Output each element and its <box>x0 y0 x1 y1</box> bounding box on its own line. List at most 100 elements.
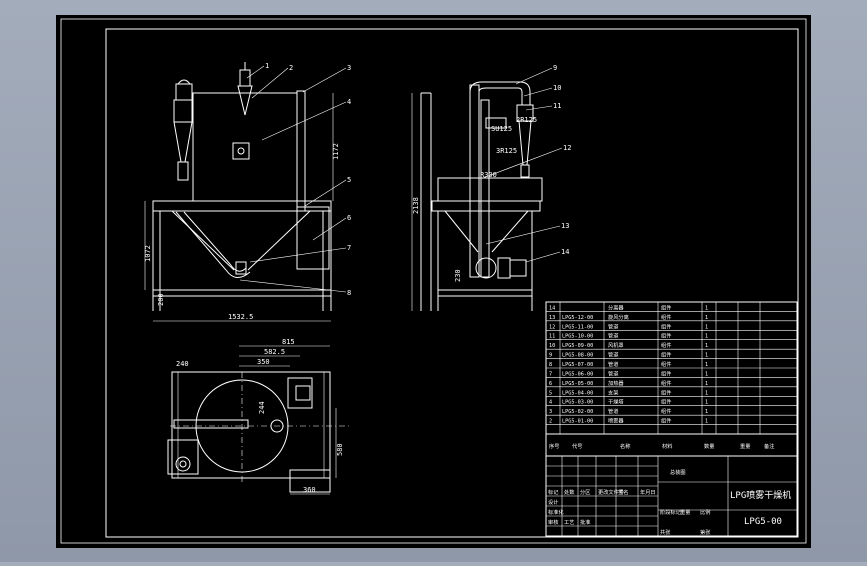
dim-top-d5: 244 <box>258 401 266 414</box>
balloon-5: 5 <box>347 176 351 184</box>
top-view: 815 582.5 350 240 244 580 360 <box>167 338 350 495</box>
bom-cell-qty: 1 <box>705 390 708 396</box>
dim-top-d2: 582.5 <box>264 348 285 356</box>
drawing-sheet <box>56 15 811 548</box>
dim-side-d4: R300 <box>480 171 497 179</box>
bom-cell-code: LPG5-07-00 <box>562 362 593 368</box>
dim-top-d3: 350 <box>257 358 270 366</box>
balloon-1: 1 <box>265 62 269 70</box>
bom-cell-no: 6 <box>549 381 552 387</box>
title-block-label: 年月日 <box>640 488 656 496</box>
dim-front-base: 200 <box>157 293 165 306</box>
title-block-label: 比例 <box>700 508 710 516</box>
title-block-label: 重量 <box>680 508 690 516</box>
bom-cell-qty: 1 <box>705 419 708 425</box>
title-block-label: 签名 <box>618 488 628 496</box>
balloon-13: 13 <box>561 222 569 230</box>
balloon-11: 11 <box>553 102 561 110</box>
bom-cell-no: 2 <box>549 419 552 425</box>
balloon-12: 12 <box>563 144 571 152</box>
dim-top-d7: 360 <box>303 486 316 494</box>
bom-cell-qty: 1 <box>705 371 708 377</box>
bom-cell-name: 管道 <box>608 407 618 415</box>
bom-cell-no: 5 <box>549 390 552 396</box>
bom-header-qty: 数量 <box>704 442 714 450</box>
dim-side-height: 2138 <box>412 197 420 214</box>
bom-cell-mat: 组件 <box>661 332 671 340</box>
bom-cell-name: 管道 <box>608 369 618 377</box>
bom-cell-name: 喷雾器 <box>608 417 624 425</box>
bom-cell-qty: 1 <box>705 324 708 330</box>
bom-cell-name: 风机罩 <box>608 341 624 349</box>
bom-cell-code: LPG5-05-00 <box>562 381 593 387</box>
balloon-3: 3 <box>347 64 351 72</box>
title-block-label: 共张 <box>660 528 671 536</box>
bom-cell-mat: 组件 <box>661 379 671 387</box>
sheet-outer-border <box>60 18 807 544</box>
bom-header-weight: 重量 <box>740 442 750 450</box>
balloon-10: 10 <box>553 84 561 92</box>
title-block-label: 阶段标记 <box>660 508 681 516</box>
bom-cell-no: 8 <box>549 362 552 368</box>
drawing-number: LPG5-00 <box>744 517 782 527</box>
bom-cell-name: 加热器 <box>608 379 624 387</box>
bom-cell-mat: 组件 <box>661 303 671 311</box>
bom-cell-mat: 组件 <box>661 388 671 396</box>
bom-cell-name: 支架 <box>608 388 618 396</box>
title-block-label: 标记 <box>548 488 558 496</box>
balloon-14: 14 <box>561 248 569 256</box>
side-view-leaders <box>482 67 563 263</box>
bom-cell-name: 管道 <box>608 351 618 359</box>
sheet-inner-frame <box>105 28 799 538</box>
dim-top-d4: 240 <box>176 360 189 368</box>
title-block-label: 工艺 <box>564 519 574 526</box>
bom-cell-mat: 组件 <box>661 351 671 359</box>
bom-cell-name: 分离器 <box>608 303 624 311</box>
bom-cell-qty: 1 <box>705 305 708 311</box>
balloon-9: 9 <box>553 64 557 72</box>
bom-cell-code: LPG5-04-00 <box>562 390 593 396</box>
bom-cell-name: 干燥塔 <box>608 398 624 406</box>
drawing-title: LPG喷雾干燥机 <box>730 489 791 501</box>
dim-front-width: 1532.5 <box>228 313 253 321</box>
bom-cell-qty: 1 <box>705 315 708 321</box>
bom-cell-no: 12 <box>549 324 555 330</box>
bom-cell-mat: 组件 <box>661 360 671 368</box>
dim-side-base: 230 <box>454 269 462 282</box>
bom-cell-qty: 1 <box>705 381 708 387</box>
bom-cell-code: LPG5-03-00 <box>562 400 593 406</box>
bom-cell-qty: 1 <box>705 362 708 368</box>
bom-cell-mat: 组件 <box>661 341 671 349</box>
title-block-label: 审核 <box>548 518 558 526</box>
bom-cell-code: LPG5-01-00 <box>562 419 593 425</box>
bom-cell-name: 管道 <box>608 360 618 368</box>
bom-cell-code: LPG5-12-00 <box>562 315 593 321</box>
bom-cell-no: 11 <box>549 334 555 340</box>
dim-top-d1: 815 <box>282 338 295 346</box>
dim-top-d6: 580 <box>336 443 344 456</box>
bom-cell-mat: 组件 <box>661 322 671 330</box>
dim-side-d3: 3R125 <box>496 147 517 155</box>
bom-header-name: 名称 <box>620 442 630 450</box>
bom-cell-no: 3 <box>549 409 552 415</box>
title-block-label: 更改文件号 <box>598 488 624 496</box>
title-block-label: 标准化 <box>548 508 564 516</box>
bom-header-code: 代号 <box>572 442 582 450</box>
side-view: 2138 230 SU125 2R125 3R125 R300 <box>411 81 543 311</box>
title-block-label: 第张 <box>700 528 711 536</box>
bom-cell-mat: 组件 <box>661 369 671 377</box>
title-block-label: 分区 <box>580 488 590 496</box>
bom-cell-qty: 1 <box>705 353 708 359</box>
bom-cell-no: 4 <box>549 400 552 406</box>
bom-cell-no: 13 <box>549 315 555 321</box>
title-block-label: 处数 <box>564 488 575 496</box>
title-block-label: 批准 <box>580 518 590 526</box>
bom-cell-code: LPG5-09-00 <box>562 343 593 349</box>
bom-cell-no: 9 <box>549 353 552 359</box>
bom-cell-name: 管道 <box>608 322 618 330</box>
bom-cell-code: LPG5-08-00 <box>562 353 593 359</box>
dim-front-height: 1172 <box>332 143 340 160</box>
dim-front-stand-height: 1072 <box>144 245 152 262</box>
